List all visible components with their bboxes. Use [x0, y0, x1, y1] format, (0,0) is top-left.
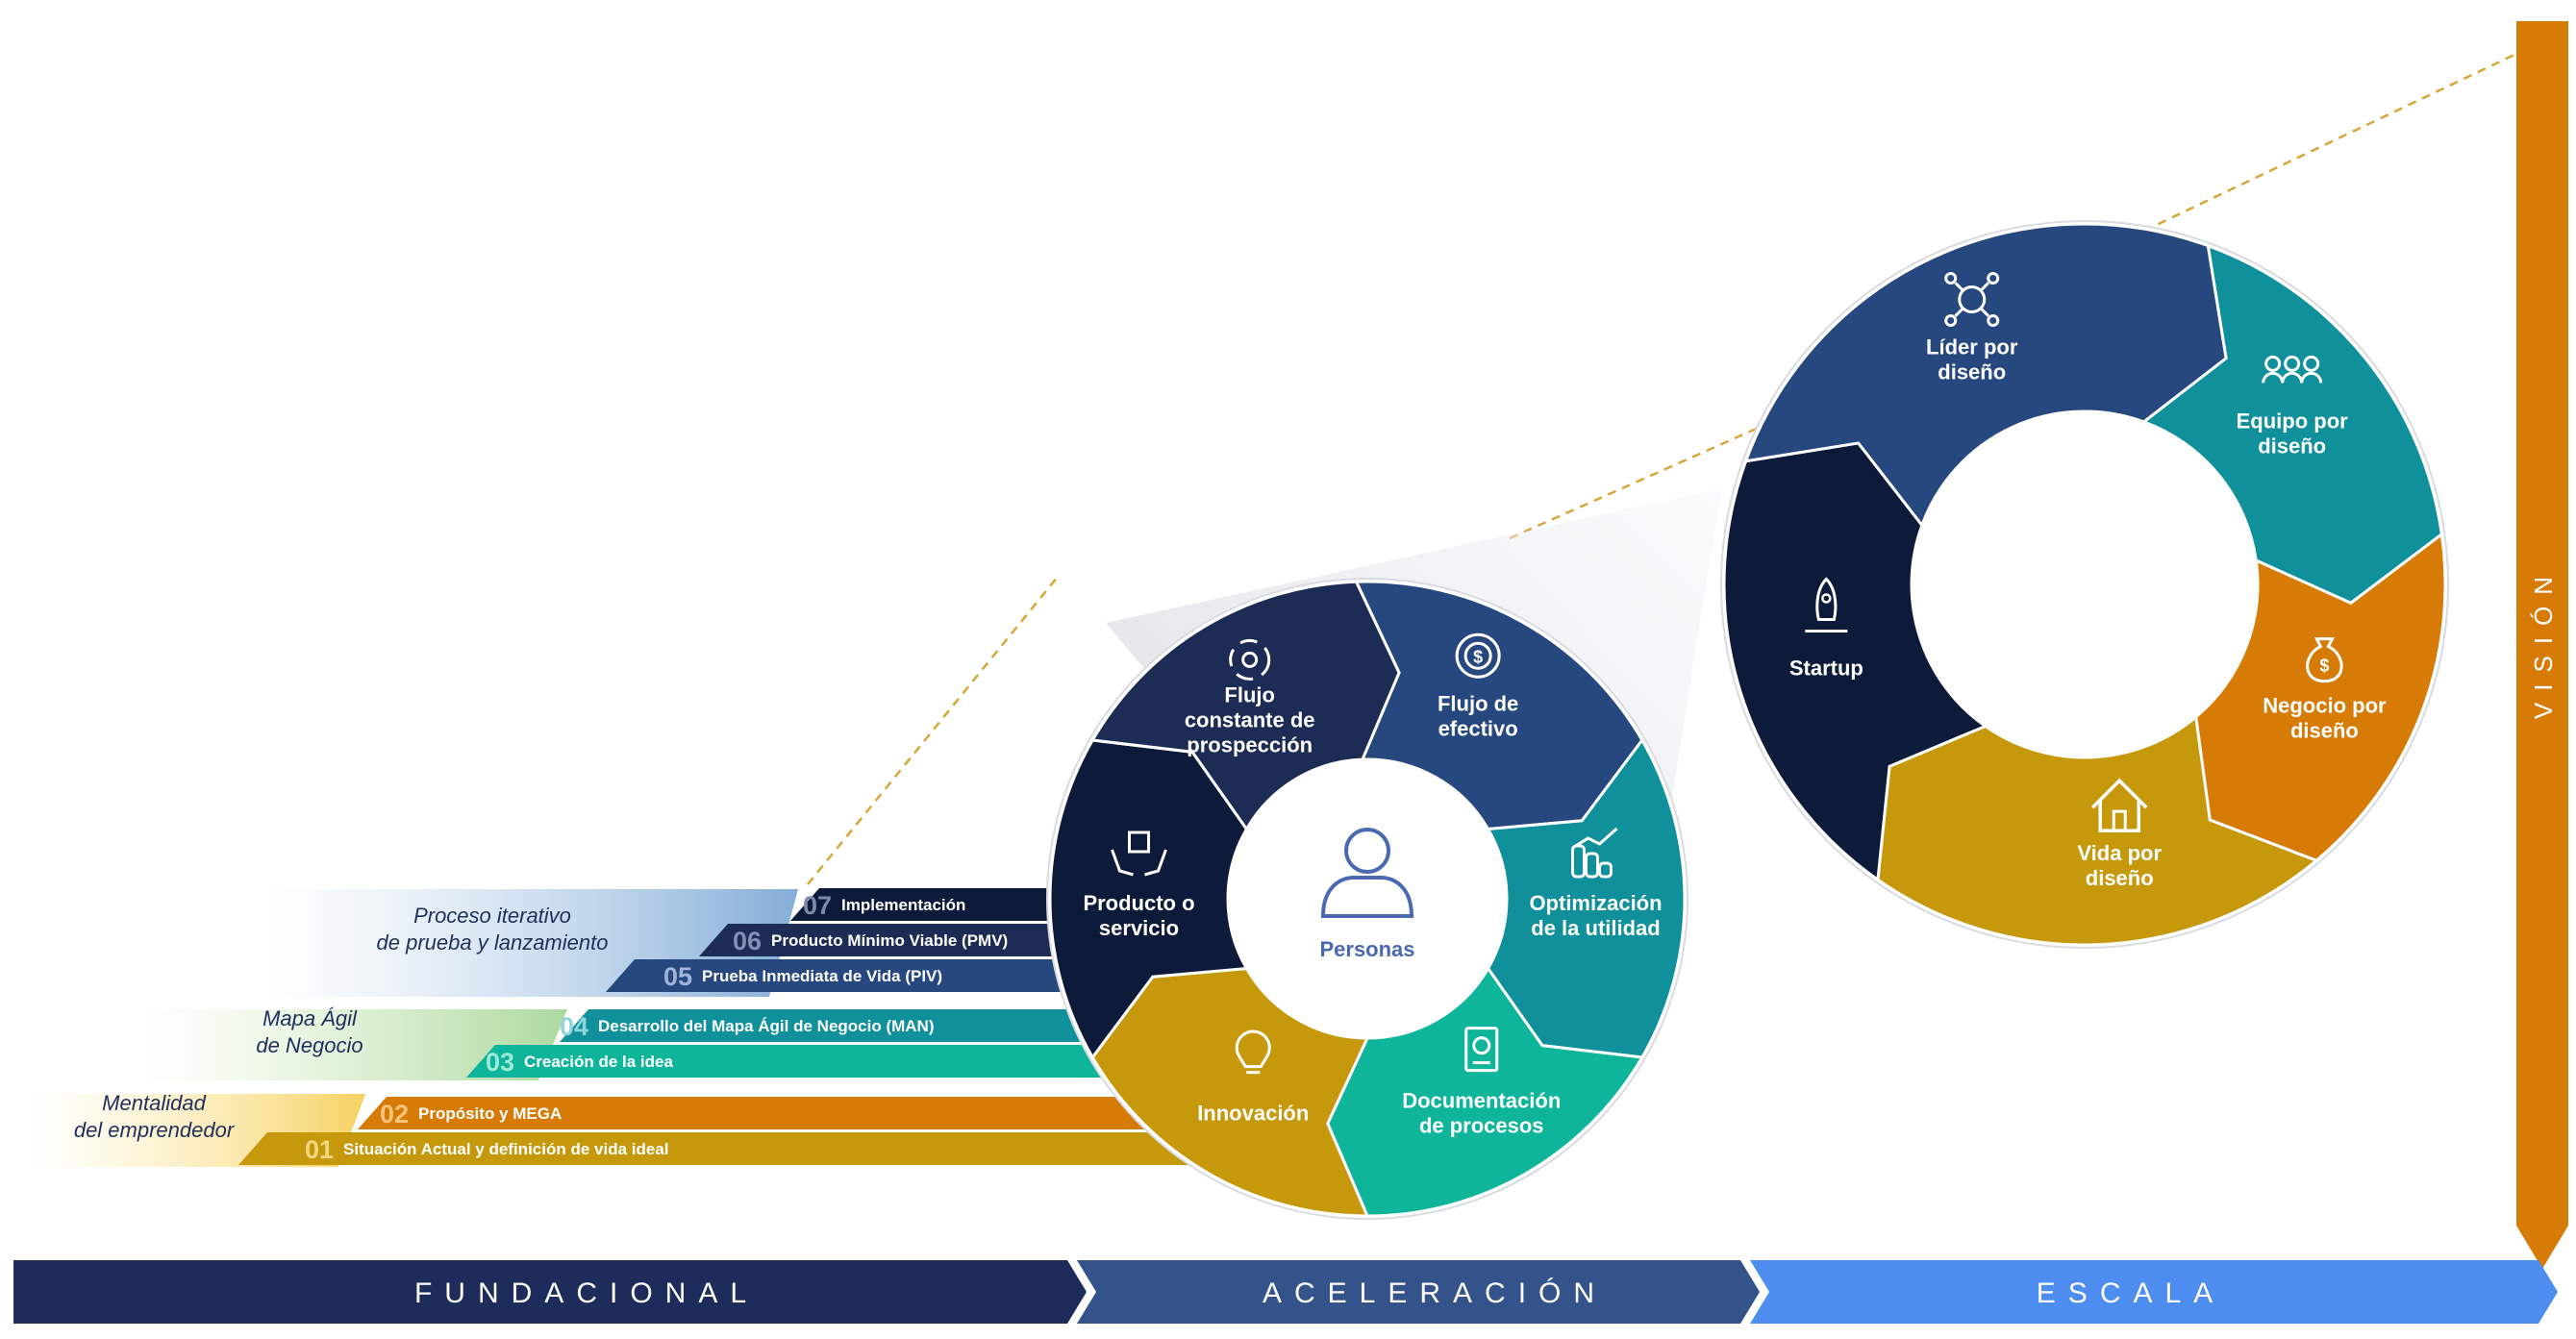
rocket-icon	[1805, 577, 1848, 632]
wheel-center	[1232, 763, 1503, 1034]
step-label: Desarrollo del Mapa Ágil de Negocio (MAN…	[598, 1017, 935, 1035]
step-number: 02	[380, 1100, 409, 1128]
lightbulb-icon	[1235, 1029, 1271, 1075]
segment-shape	[1743, 222, 2228, 529]
leader-network-icon	[1944, 271, 2000, 327]
phase-fundacional-arrow	[13, 1260, 1087, 1324]
cycle-arrows-icon	[1229, 638, 1271, 681]
step-bars: 07 Implementación 06 Producto Mínimo Viable…	[238, 888, 1240, 1165]
phase-escala-arrow	[1750, 1260, 2558, 1324]
segment-shape	[1089, 580, 1401, 832]
wheel-segment: Startup	[1722, 441, 1988, 882]
process-document-icon	[1464, 1027, 1499, 1073]
phase-fundacional-label: FUNDACIONAL	[414, 1277, 759, 1309]
vision-arrow	[2516, 21, 2568, 1269]
growth-guide-line	[1509, 421, 1770, 540]
money-bag-icon: $	[2306, 637, 2343, 683]
step-bar-shape	[238, 1132, 1240, 1165]
house-icon	[2090, 778, 2148, 832]
step-label: Implementación	[841, 896, 965, 914]
hands-box-icon	[1111, 831, 1167, 877]
person-icon	[1320, 828, 1414, 918]
step-bar-03: 03 Creación de la idea	[466, 1045, 1240, 1078]
step-number: 01	[305, 1135, 334, 1164]
step-number: 04	[560, 1012, 588, 1041]
step-number: 07	[803, 891, 832, 920]
step-number: 05	[663, 962, 692, 991]
step-label: Producto Mínimo Viable (PMV)	[771, 931, 1008, 950]
segment-shape	[1486, 737, 1687, 1059]
step-label: Situación Actual y definición de vida id…	[343, 1140, 669, 1158]
step-bar-02: 02 Propósito y MEGA	[358, 1097, 1240, 1129]
growth-guide-line	[807, 576, 1059, 885]
segment-shape	[1048, 738, 1249, 1060]
center-label: Personas	[1319, 937, 1414, 961]
growth-guide-line	[2143, 41, 2539, 233]
step-label: Propósito y MEGA	[418, 1104, 562, 1123]
segment-shape	[1722, 441, 1988, 882]
segment-shape	[1876, 713, 2319, 947]
step-label: Prueba Inmediata de Vida (PIV)	[702, 967, 942, 985]
segment-shape	[1090, 966, 1370, 1218]
segment-shape	[1326, 965, 1645, 1218]
phase-aceleracion-arrow	[1077, 1260, 1760, 1324]
team-icon	[2262, 355, 2323, 384]
wheel-segment: Innovación	[1090, 966, 1370, 1218]
segment-shape	[2140, 243, 2443, 606]
step-bar-shape	[466, 1045, 1240, 1078]
step-number: 06	[733, 927, 762, 955]
cash-flow-icon: $	[1455, 632, 1501, 679]
phase-escala-label: ESCALA	[2037, 1277, 2225, 1309]
vision-label: VISIÓN	[2529, 565, 2558, 719]
group-background-map	[144, 1009, 567, 1080]
phase-aceleracion-label: ACELERACIÓN	[1263, 1277, 1607, 1309]
segment-label: Startup	[1789, 656, 1863, 680]
growth-coins-icon	[1571, 827, 1618, 879]
step-bar-01: 01 Situación Actual y definición de vida …	[238, 1132, 1240, 1165]
step-number: 03	[486, 1048, 514, 1077]
step-bar-shape	[358, 1097, 1240, 1129]
segment-label: Innovación	[1197, 1102, 1309, 1126]
segment-shape	[2194, 532, 2447, 862]
svg-text:$: $	[1473, 647, 1483, 666]
wheel-center	[1915, 415, 2254, 754]
svg-text:$: $	[2319, 657, 2329, 676]
step-label: Creación de la idea	[524, 1053, 673, 1071]
segment-shape	[1354, 580, 1644, 831]
